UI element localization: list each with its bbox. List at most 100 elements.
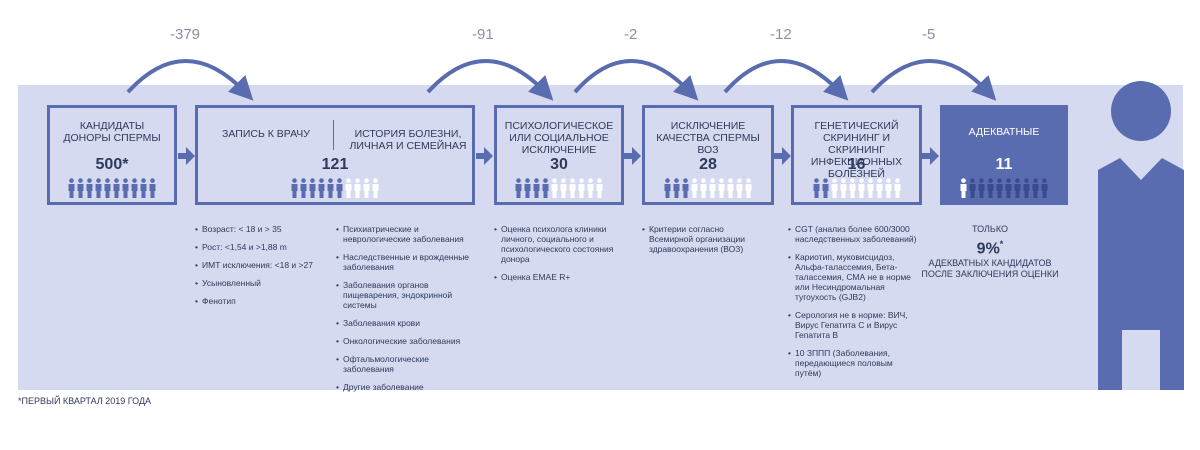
person-icon <box>700 178 707 198</box>
person-icon <box>996 178 1003 198</box>
criteria-item: Критерии согласно Всемирной организации … <box>642 224 762 254</box>
criteria-item: Фенотип <box>195 296 330 306</box>
person-icon <box>876 178 882 198</box>
person-icon <box>1032 178 1039 198</box>
person-icon <box>596 178 603 198</box>
person-icon <box>1041 178 1048 198</box>
delta-label: -379 <box>170 26 201 43</box>
person-icon <box>969 178 976 198</box>
person-icon <box>858 178 864 198</box>
stage-title: АДЕКВАТНЫЕ <box>968 126 1040 138</box>
summary-percent-mark: * <box>999 239 1004 249</box>
summary-percent: 9%* <box>920 235 1060 258</box>
stage-genetic: ГЕНЕТИЧЕСКИЙ СКРИНИНГ И СКРИНИНГ ИНФЕКЦИ… <box>791 105 922 205</box>
people-row <box>497 178 621 200</box>
stage-title: ИСКЛЮЧЕНИЕ КАЧЕСТВА СПЕРМЫ ВОЗ <box>656 120 760 156</box>
summary-line1: ТОЛЬКО <box>972 224 1008 234</box>
person-icon <box>987 178 994 198</box>
person-icon <box>524 178 531 198</box>
stage-count: 500* <box>95 156 129 173</box>
person-icon <box>542 178 549 198</box>
criteria-item: Рост: <1,54 и >1,88 m <box>195 242 330 252</box>
summary: ТОЛЬКО 9%* АДЕКВАТНЫХ КАНДИДАТОВ ПОСЛЕ З… <box>920 224 1060 280</box>
people-row <box>50 178 174 200</box>
person-icon <box>1023 178 1030 198</box>
stage-title: КАНДИДАТЫ ДОНОРЫ СПЕРМЫ <box>63 120 161 144</box>
person-icon <box>745 178 752 198</box>
criteria-item: Заболевания органов пищеварения, эндокри… <box>336 280 476 310</box>
person-icon <box>569 178 576 198</box>
person-icon <box>727 178 734 198</box>
delta-label: -12 <box>770 26 792 43</box>
person-icon <box>291 178 298 198</box>
criteria-item: ИМТ исключения: <18 и >27 <box>195 260 330 270</box>
criteria-list-doctor: Возраст: < 18 и > 35 Рост: <1,54 и >1,88 … <box>195 224 330 314</box>
curved-arrow-icon <box>723 59 849 101</box>
summary-line2: АДЕКВАТНЫХ КАНДИДАТОВ ПОСЛЕ ЗАКЛЮЧЕНИЯ О… <box>921 258 1059 280</box>
person-icon <box>300 178 307 198</box>
person-icon <box>140 178 147 198</box>
curved-arrow-icon <box>573 59 699 101</box>
person-icon <box>664 178 671 198</box>
person-icon <box>840 178 846 198</box>
person-icon <box>104 178 111 198</box>
person-icon <box>560 178 567 198</box>
stage-subtitle-history: ИСТОРИЯ БОЛЕЗНИ, ЛИЧНАЯ И СЕМЕЙНАЯ <box>349 128 467 152</box>
person-icon <box>894 178 900 198</box>
person-icon <box>709 178 716 198</box>
criteria-item: Заболевания крови <box>336 318 476 328</box>
stage-title: ПСИХОЛОГИЧЕСКОЕ ИЛИ СОЦИАЛЬНОЕ ИСКЛЮЧЕНИ… <box>504 120 614 156</box>
stage-adequate: АДЕКВАТНЫЕ 11 <box>940 105 1068 205</box>
person-icon <box>682 178 689 198</box>
person-icon <box>336 178 343 198</box>
arrow-right-icon <box>922 147 939 165</box>
person-icon <box>354 178 361 198</box>
person-icon <box>673 178 680 198</box>
criteria-item: Наследственные и врожденные заболевания <box>336 252 476 272</box>
criteria-list-genetic: CGT (анализ более 600/3000 наследственны… <box>788 224 918 386</box>
criteria-item: Серология не в норме: ВИЧ, Вирус Гепатит… <box>788 310 918 340</box>
criteria-item: Другие заболевание <box>336 382 476 392</box>
people-row <box>198 178 472 200</box>
person-icon <box>327 178 334 198</box>
person-icon <box>86 178 93 198</box>
person-icon <box>1014 178 1021 198</box>
arrow-right-icon <box>476 147 493 165</box>
person-icon <box>533 178 540 198</box>
criteria-list-sperm: Критерии согласно Всемирной организации … <box>642 224 762 262</box>
criteria-list-psych: Оценка психолога клиники личного, социал… <box>494 224 634 290</box>
arrow-right-icon <box>178 147 195 165</box>
person-icon <box>95 178 102 198</box>
person-icon <box>718 178 725 198</box>
stage-count: 121 <box>321 156 349 173</box>
criteria-item: Оценка психолога клиники личного, социал… <box>494 224 634 264</box>
curved-arrow-icon <box>126 59 254 101</box>
summary-percent-value: 9% <box>976 240 1000 258</box>
person-icon <box>885 178 891 198</box>
person-icon <box>831 178 837 198</box>
person-icon <box>587 178 594 198</box>
criteria-item: Оценка EMAE R+ <box>494 272 634 282</box>
stage-count: 30 <box>550 156 568 173</box>
person-silhouette-icon <box>1098 81 1184 390</box>
criteria-item: Возраст: < 18 и > 35 <box>195 224 330 234</box>
delta-label: -5 <box>922 26 936 43</box>
criteria-item: Онкологические заболевания <box>336 336 476 346</box>
stage-doctor-history: ЗАПИСЬ К ВРАЧУ ИСТОРИЯ БОЛЕЗНИ, ЛИЧНАЯ И… <box>195 105 475 205</box>
stage-subtitle-doctor: ЗАПИСЬ К ВРАЧУ <box>222 128 310 140</box>
stage-psych: ПСИХОЛОГИЧЕСКОЕ ИЛИ СОЦИАЛЬНОЕ ИСКЛЮЧЕНИ… <box>494 105 624 205</box>
person-icon <box>77 178 84 198</box>
arrow-right-icon <box>624 147 641 165</box>
criteria-item: Усыновленный <box>195 278 330 288</box>
people-row <box>794 178 919 200</box>
delta-label: -91 <box>472 26 494 43</box>
person-icon <box>822 178 828 198</box>
stage-divider <box>333 120 334 150</box>
delta-label: -2 <box>624 26 638 43</box>
stage-sperm: ИСКЛЮЧЕНИЕ КАЧЕСТВА СПЕРМЫ ВОЗ 28 <box>642 105 774 205</box>
footnote: *ПЕРВЫЙ КВАРТАЛ 2019 ГОДА <box>18 396 152 406</box>
person-icon <box>318 178 325 198</box>
arrow-right-icon <box>774 147 791 165</box>
stage-count: 11 <box>995 156 1013 173</box>
person-icon <box>736 178 743 198</box>
